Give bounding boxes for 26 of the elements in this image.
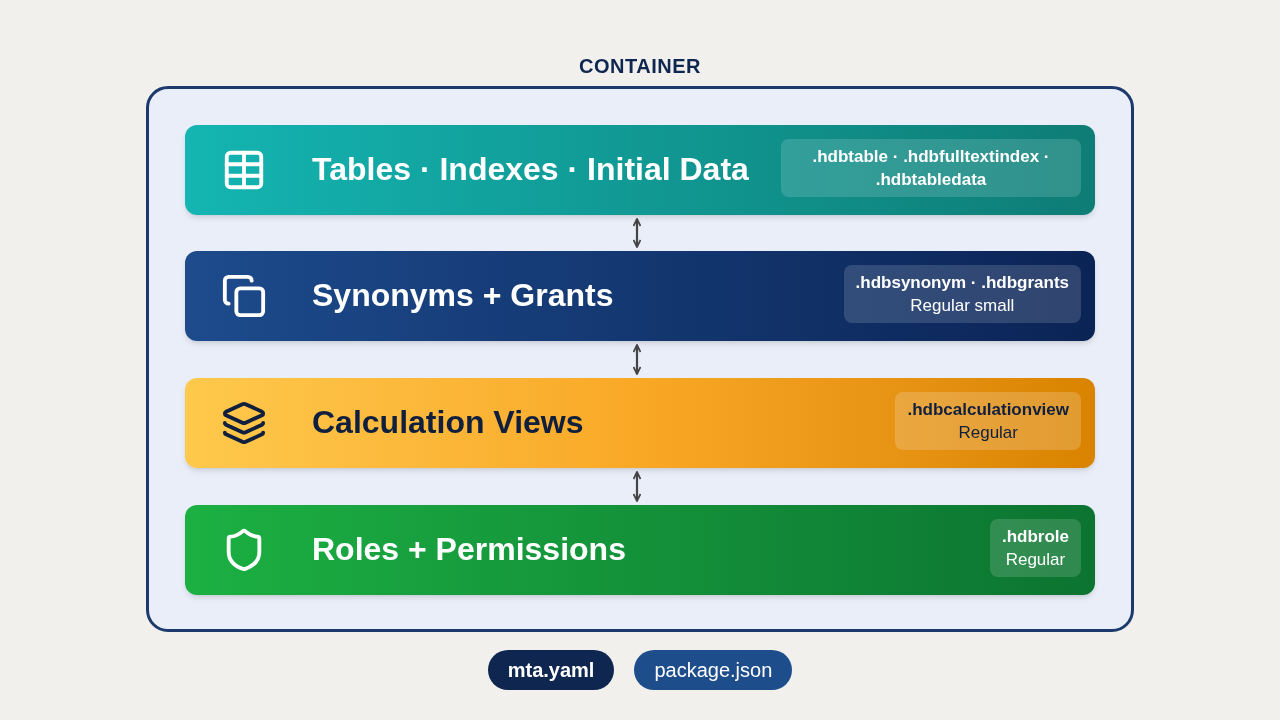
layer-band [185,125,1095,215]
layer-title: Roles + Permissions [312,530,626,569]
file-type-badge [781,139,1081,197]
file-extension-text: .hdbtable · .hdbfulltextindex · .hdbtabledata [811,146,1051,191]
layer-band [185,251,1095,341]
layer-title: Tables · Indexes · Initial Data [312,150,749,189]
file-extension-text: .hdbcalculationview [907,399,1069,421]
container-frame [146,86,1134,632]
bidirectional-arrow [632,471,642,502]
file-type-badge [843,265,1081,323]
file-type-badge [989,519,1081,577]
file-extension-text: .hdbrole [1001,526,1069,548]
badge-note: Regular [1005,549,1066,571]
file-extension-text: .hdbsynonym · .hdbgrants [855,272,1069,294]
file-type-badge [895,392,1081,450]
layer-band [185,505,1095,595]
file-pill: package.json [634,650,793,690]
container-title: CONTAINER [578,54,702,79]
layer-band [185,378,1095,468]
layer-title: Synonyms + Grants [312,276,614,315]
badge-note: Regular small [910,295,1015,317]
file-pill: mta.yaml [487,650,615,690]
badge-note: Regular [958,422,1018,444]
bidirectional-arrow [632,218,642,248]
layer-title: Calculation Views [312,403,584,442]
bidirectional-arrow [632,344,642,375]
